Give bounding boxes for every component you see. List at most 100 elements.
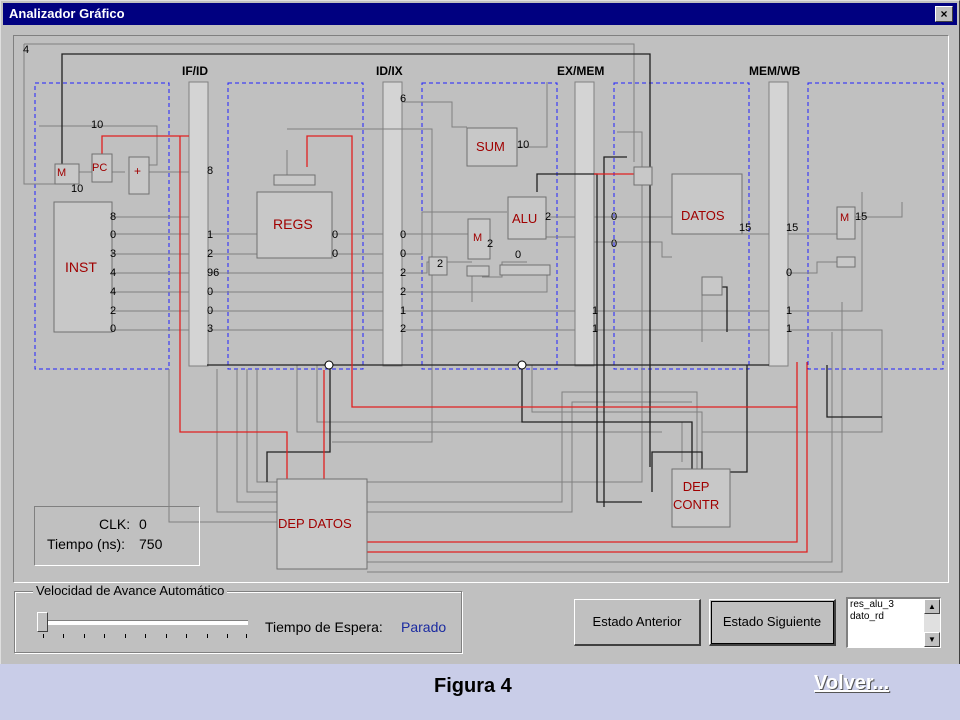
value-if-id-2: 96 bbox=[207, 267, 220, 279]
block-boxes bbox=[53, 127, 856, 570]
datapath-wiring bbox=[23, 43, 944, 573]
value-mem-wb-3: 1 bbox=[786, 323, 793, 335]
list-item[interactable]: dato_rd bbox=[850, 611, 884, 622]
value-id-ix-4: 1 bbox=[400, 305, 407, 317]
wait-label: Tiempo de Espera: bbox=[265, 619, 383, 635]
value-if-id-0: 1 bbox=[207, 229, 214, 241]
wait-value: Parado bbox=[401, 619, 447, 635]
value-inst-2: 3 bbox=[110, 248, 117, 260]
pc-label: PC bbox=[92, 162, 108, 174]
value-if-id-5: 3 bbox=[207, 323, 214, 335]
mux-if-label: M bbox=[57, 167, 67, 179]
slider-tick bbox=[104, 634, 105, 638]
clk-label: CLK: bbox=[99, 516, 131, 532]
value-inst-0: 8 bbox=[110, 211, 117, 223]
value-alu-b: 0 bbox=[515, 249, 522, 261]
value-top-left: 4 bbox=[23, 44, 30, 56]
mux-wb-label: M bbox=[840, 212, 850, 224]
black-wires bbox=[61, 53, 882, 507]
value-id-ix-0: 0 bbox=[400, 229, 407, 241]
value-if-id-1: 2 bbox=[207, 248, 214, 260]
value-regs-0: 0 bbox=[332, 229, 339, 241]
title-bar: Analizador Gráfico × bbox=[3, 3, 957, 25]
speed-slider-track[interactable] bbox=[39, 620, 248, 625]
junction-dot-2 bbox=[517, 360, 527, 370]
value-pc-in: 10 bbox=[71, 183, 84, 195]
value-pc-loop: 10 bbox=[91, 119, 104, 131]
back-link[interactable]: Volver... bbox=[814, 672, 890, 694]
scroll-down-icon[interactable]: ▼ bbox=[924, 632, 940, 647]
signals-listbox[interactable]: res_alu_3 dato_rd ▲ ▼ bbox=[846, 597, 941, 648]
value-ex-mem-bottom-1: 1 bbox=[592, 323, 599, 335]
slider-tick bbox=[145, 634, 146, 638]
slider-tick bbox=[125, 634, 126, 638]
pipeline-diagram bbox=[13, 35, 949, 583]
value-id-ix-3: 2 bbox=[400, 286, 407, 298]
value-id-ix-5: 2 bbox=[400, 323, 407, 335]
value-regs-1: 0 bbox=[332, 248, 339, 260]
value-if-id-top: 8 bbox=[207, 165, 214, 177]
value-mux-small: 2 bbox=[437, 258, 444, 270]
value-datos-out: 15 bbox=[739, 222, 752, 234]
value-if-id-4: 0 bbox=[207, 305, 214, 317]
value-mem-wb-0: 15 bbox=[786, 222, 799, 234]
value-alu-out: 2 bbox=[545, 211, 552, 223]
grey-wires bbox=[23, 43, 903, 573]
value-ex-mem-bottom-0: 1 bbox=[592, 305, 599, 317]
speed-groupbox: Velocidad de Avance Automático Tiempo de… bbox=[14, 583, 462, 653]
pipeline-registers bbox=[188, 81, 789, 367]
slider-tick bbox=[227, 634, 228, 638]
value-mem-wb-1: 0 bbox=[786, 267, 793, 279]
stage-label-mem-wb: MEM/WB bbox=[749, 64, 801, 78]
list-item[interactable]: res_alu_3 bbox=[850, 599, 894, 610]
dep-contr-label: DEP CONTR bbox=[673, 479, 720, 512]
time-value: 750 bbox=[139, 536, 163, 552]
stage-label-if-id: IF/ID bbox=[182, 64, 208, 78]
listbox-scrollbar[interactable]: ▲ ▼ bbox=[924, 599, 940, 647]
value-ex-mem-1: 0 bbox=[611, 238, 618, 250]
stage-label-id-ix: ID/IX bbox=[376, 64, 403, 78]
clock-panel: CLK: 0 Tiempo (ns): 750 bbox=[34, 506, 200, 566]
slider-tick bbox=[246, 634, 247, 638]
mux-ex-label: M bbox=[473, 232, 483, 244]
inst-label: INST bbox=[65, 259, 97, 275]
next-state-button[interactable]: Estado Siguiente bbox=[709, 599, 836, 646]
value-id-ix-top: 6 bbox=[400, 93, 407, 105]
alu-label: ALU bbox=[512, 211, 538, 226]
window-title: Analizador Gráfico bbox=[9, 6, 125, 21]
dep-datos-label: DEP DATOS bbox=[278, 516, 352, 531]
regs-label: REGS bbox=[273, 216, 313, 232]
speed-slider-thumb[interactable] bbox=[37, 612, 48, 632]
slider-tick bbox=[43, 634, 44, 638]
value-inst-5: 2 bbox=[110, 305, 117, 317]
value-mem-wb-2: 1 bbox=[786, 305, 793, 317]
value-mux-wb-out: 15 bbox=[855, 211, 868, 223]
stage-label-ex-mem: EX/MEM bbox=[557, 64, 605, 78]
slider-tick bbox=[63, 634, 64, 638]
figure-caption: Figura 4 bbox=[434, 675, 512, 697]
value-ex-mem-0: 0 bbox=[611, 211, 618, 223]
slider-tick bbox=[166, 634, 167, 638]
value-inst-3: 4 bbox=[110, 267, 117, 279]
value-inst-6: 0 bbox=[110, 323, 117, 335]
close-button[interactable]: × bbox=[935, 6, 953, 22]
value-id-ix-2: 2 bbox=[400, 267, 407, 279]
value-inst-4: 4 bbox=[110, 286, 117, 298]
sum-label: SUM bbox=[476, 139, 505, 154]
clk-value: 0 bbox=[139, 516, 147, 532]
previous-state-button[interactable]: Estado Anterior bbox=[574, 599, 701, 646]
value-mux-ex-sel: 2 bbox=[487, 238, 494, 250]
slider-tick bbox=[186, 634, 187, 638]
analyzer-window: Analizador Gráfico × bbox=[0, 0, 960, 664]
slider-tick bbox=[84, 634, 85, 638]
adder-label: + bbox=[134, 164, 142, 178]
value-sum-out: 10 bbox=[517, 139, 530, 151]
stage-regions bbox=[34, 82, 944, 370]
speed-legend: Velocidad de Avance Automático bbox=[33, 583, 228, 598]
junction-dot-1 bbox=[324, 360, 334, 370]
red-wires bbox=[101, 135, 808, 553]
value-inst-1: 0 bbox=[110, 229, 117, 241]
value-if-id-3: 0 bbox=[207, 286, 214, 298]
scroll-up-icon[interactable]: ▲ bbox=[924, 599, 940, 614]
value-id-ix-1: 0 bbox=[400, 248, 407, 260]
